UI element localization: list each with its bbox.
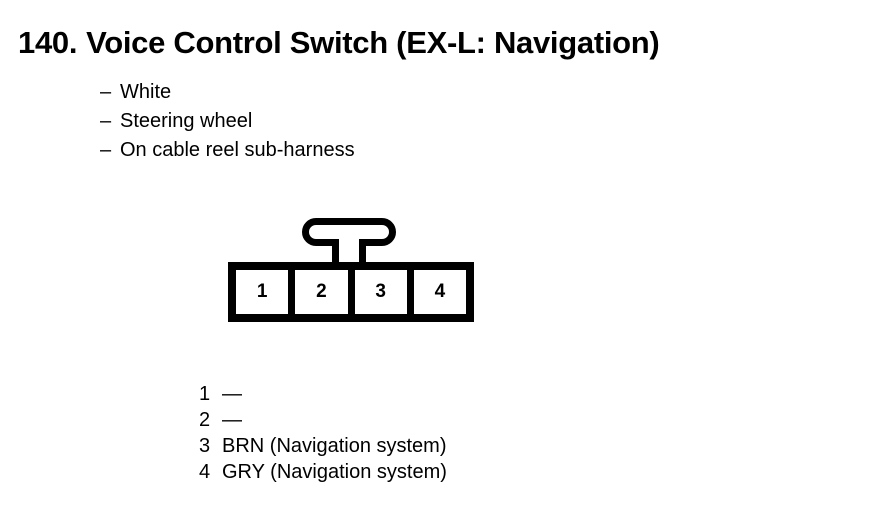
pin-legend-description: BRN (Navigation system) <box>222 435 447 457</box>
pin-legend-row: 4 GRY (Navigation system) <box>199 459 447 485</box>
page-title-number: 140. <box>18 25 78 60</box>
connector-terminal-label: 2 <box>316 281 327 302</box>
pin-legend-row: 2 — <box>199 407 447 433</box>
note-dash-icon: – <box>100 139 112 161</box>
note-dash-icon: – <box>100 81 112 103</box>
connector-lock-tab-mask <box>339 236 359 248</box>
note-label: Steering wheel <box>120 110 253 132</box>
pin-legend: 1 — 2 — 3 BRN (Navigation system) 4 GRY … <box>199 381 447 485</box>
pin-legend-number: 4 <box>199 461 211 483</box>
connector-terminal-label: 1 <box>256 281 268 302</box>
pin-legend-row: 3 BRN (Navigation system) <box>199 433 447 459</box>
pin-legend-number: 1 <box>199 383 211 405</box>
pin-legend-description: GRY (Navigation system) <box>222 461 447 483</box>
connector-body: 1 2 3 4 <box>228 262 474 322</box>
connector-terminal-label: 3 <box>375 281 386 302</box>
note-item: –Steering wheel <box>100 107 355 136</box>
connector-terminal-3: 3 <box>354 270 414 314</box>
note-item: –On cable reel sub-harness <box>100 136 355 165</box>
page-title: 140.Voice Control Switch (EX-L: Navigati… <box>18 25 660 60</box>
note-label: On cable reel sub-harness <box>120 139 355 161</box>
pin-legend-number: 3 <box>199 435 211 457</box>
pin-legend-description: — <box>222 409 242 431</box>
connector-terminal-2: 2 <box>295 270 355 314</box>
connector-terminal-4: 4 <box>413 270 466 314</box>
pin-legend-row: 1 — <box>199 381 447 407</box>
note-item: –White <box>100 78 355 107</box>
connector-diagram: 1 2 3 4 <box>228 218 474 322</box>
note-dash-icon: – <box>100 110 112 132</box>
connector-terminal-label: 4 <box>434 281 446 302</box>
pin-legend-number: 2 <box>199 409 211 431</box>
pin-legend-description: — <box>222 383 242 405</box>
page-title-text: Voice Control Switch (EX-L: Navigation) <box>86 25 660 60</box>
connector-terminal-1: 1 <box>236 270 296 314</box>
note-label: White <box>120 81 172 103</box>
notes-list: –White –Steering wheel –On cable reel su… <box>100 78 355 165</box>
